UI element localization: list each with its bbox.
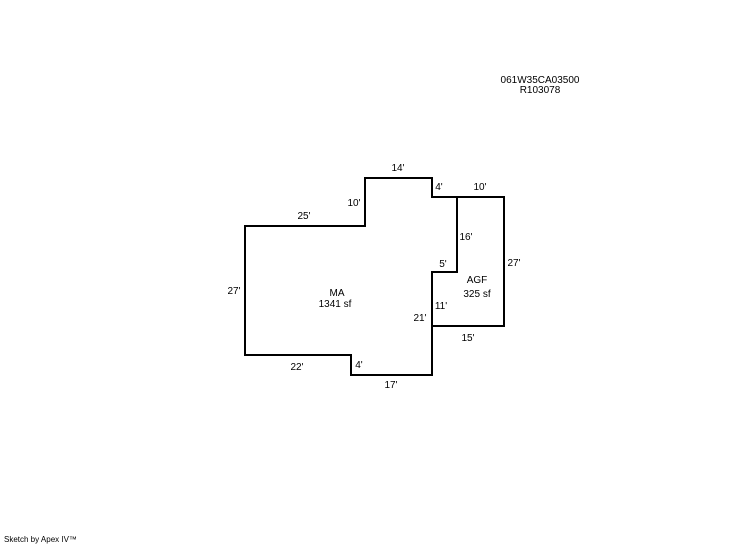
dimension-label: 27' [227, 286, 240, 297]
garage-area-size: 325 sf [463, 289, 490, 300]
dimension-label: 14' [391, 163, 404, 174]
main-area-size: 1341 sf [319, 299, 352, 310]
dimension-label: 16' [459, 232, 472, 243]
dimension-label: 10' [347, 198, 360, 209]
garage-outline [432, 196, 505, 327]
parcel-map-number: 061W35CA03500 [500, 75, 580, 86]
dimension-label: 11' [435, 301, 447, 312]
parcel-id-block: 061W35CA03500 R103078 [480, 76, 600, 96]
garage-area-code: AGF [467, 275, 488, 286]
dimension-label: 22' [290, 362, 303, 373]
dimension-label: 17' [384, 380, 397, 391]
dimension-label: 5' [439, 259, 447, 270]
dimension-label: 4' [435, 182, 443, 193]
dimension-label: 4' [355, 360, 363, 371]
dimension-label: 10' [473, 182, 486, 193]
dimension-label: 25' [297, 211, 310, 222]
dimension-label: 21' [413, 313, 426, 324]
dimension-label: 27' [507, 258, 520, 269]
main-area-code: MA [330, 288, 345, 299]
main-area-outline [244, 177, 458, 376]
parcel-account-number: R103078 [519, 85, 561, 96]
dimension-label: 15' [461, 333, 474, 344]
sketch-credit: Sketch by Apex IV™ [4, 535, 77, 544]
